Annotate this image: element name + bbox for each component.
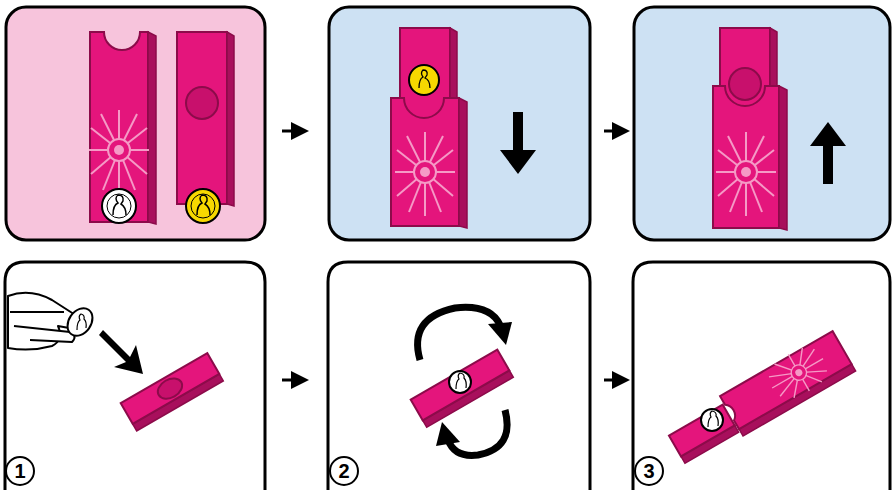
- rotate-arrow-head: [488, 322, 512, 345]
- sleeve: [391, 98, 467, 228]
- slider: [669, 405, 739, 464]
- panel: [328, 262, 590, 490]
- panel: [6, 7, 265, 240]
- up-arrow: [810, 122, 846, 184]
- gold-coin: [409, 65, 439, 95]
- panel: [5, 262, 265, 490]
- panel: [634, 7, 890, 240]
- down-arrow: [500, 112, 536, 174]
- silver-coin: [449, 371, 471, 393]
- slider-recess: [729, 68, 761, 100]
- silver-coin: [62, 303, 97, 340]
- callout-number-text: 3: [643, 461, 654, 481]
- callout-number: 2: [329, 456, 359, 486]
- callout-number-text: 1: [14, 461, 25, 481]
- callout-number-text: 2: [338, 461, 349, 481]
- slider: [177, 32, 234, 206]
- slider: [411, 350, 514, 428]
- panel: [633, 262, 890, 490]
- sleeve: [89, 32, 156, 224]
- callout-number: 3: [634, 456, 664, 486]
- gold-coin: [186, 189, 220, 223]
- sleeve: [713, 86, 787, 230]
- silver-coin: [102, 189, 136, 223]
- slider: [121, 353, 224, 431]
- down-arrow: [99, 330, 143, 374]
- silver-coin: [701, 409, 723, 431]
- rotate-arrow-head: [436, 422, 460, 446]
- panel: [329, 7, 590, 240]
- callout-number: 1: [5, 456, 35, 486]
- sleeve: [719, 329, 856, 436]
